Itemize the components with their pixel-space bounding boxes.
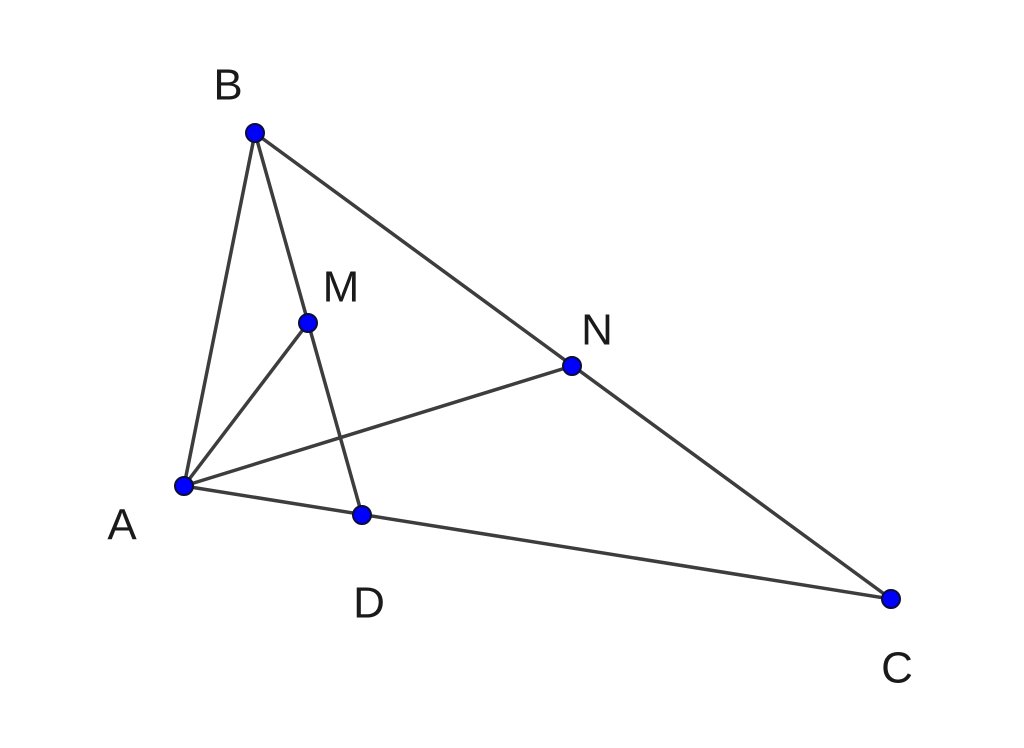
label-m: M	[323, 263, 360, 312]
point-c[interactable]	[881, 589, 901, 609]
point-m[interactable]	[298, 313, 318, 333]
label-a: A	[107, 501, 137, 550]
point-d[interactable]	[352, 505, 372, 525]
segment-a-c	[182, 484, 893, 601]
point-a[interactable]	[174, 476, 194, 496]
label-b: B	[213, 61, 242, 110]
point-b[interactable]	[245, 123, 265, 143]
point-n[interactable]	[562, 356, 582, 376]
segment-a-n	[182, 364, 574, 488]
label-d: D	[353, 579, 385, 628]
segment-a-m	[182, 321, 310, 488]
segment-a-b	[182, 131, 257, 488]
label-n: N	[581, 306, 613, 355]
segments-layer	[182, 131, 893, 601]
points-layer	[174, 123, 901, 609]
label-c: C	[881, 644, 913, 693]
labels-layer: B M N A D C	[107, 61, 913, 693]
